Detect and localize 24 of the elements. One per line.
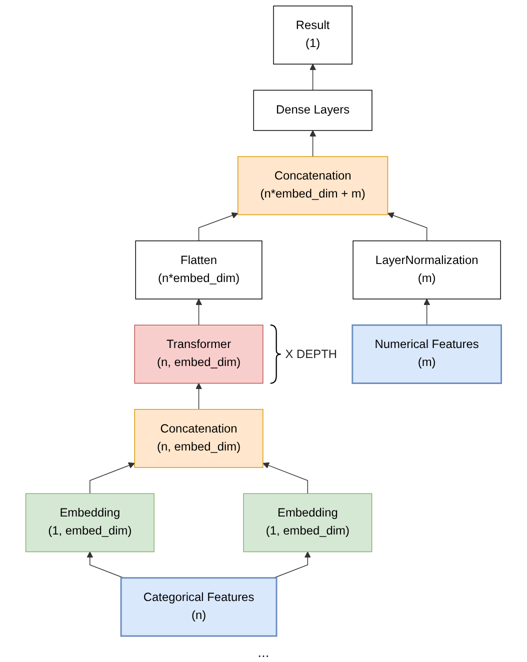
- repeat-label: X DEPTH: [285, 346, 337, 361]
- arrow: [196, 382, 202, 410]
- arrow: [198, 212, 238, 242]
- arrow: [274, 551, 311, 578]
- node-box: Dense Layers: [253, 90, 372, 131]
- node-box: Embedding (1, embed_dim): [243, 493, 372, 552]
- ellipsis-note: ...: [258, 644, 270, 660]
- node-box: Concatenation (n, embed_dim): [134, 408, 264, 468]
- node-box: Flatten (n*embed_dim): [135, 240, 262, 300]
- node-box: Concatenation (n*embed_dim + m): [238, 156, 388, 216]
- node-box: Embedding (1, embed_dim): [25, 493, 154, 552]
- node-box: Transformer (n, embed_dim): [134, 324, 264, 384]
- arrow: [86, 551, 124, 578]
- node-box: Categorical Features (n): [120, 577, 278, 637]
- node-box: Result (1): [273, 6, 352, 64]
- arrow: [196, 298, 202, 326]
- arrow: [387, 212, 428, 242]
- arrow: [310, 64, 316, 91]
- arrow: [310, 130, 316, 157]
- arrow: [90, 462, 135, 494]
- node-box: Numerical Features (m): [352, 324, 502, 384]
- arrow: [424, 298, 430, 326]
- node-box: LayerNormalization (m): [352, 240, 501, 300]
- arrow: [262, 462, 308, 494]
